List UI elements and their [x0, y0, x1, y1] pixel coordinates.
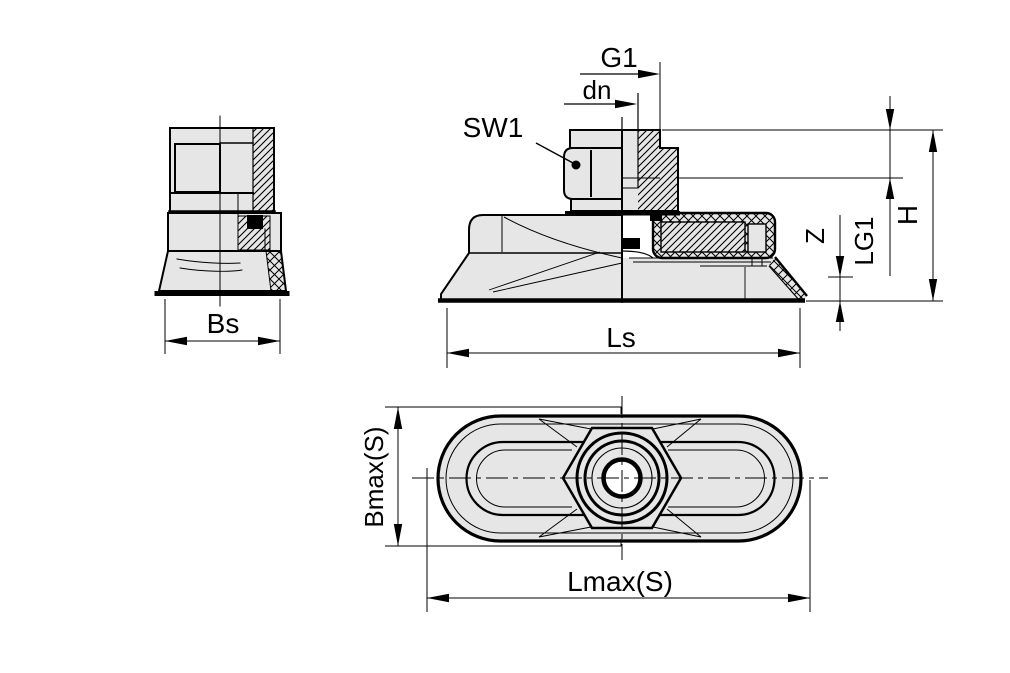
dim-z-label: Z [800, 228, 830, 244]
dim-bmax-ext-top [385, 406, 622, 414]
left-side-view [154, 115, 290, 307]
main-view-cup-section [621, 211, 808, 302]
cup-body [440, 214, 623, 301]
rib-wedge-tr [652, 418, 702, 448]
dim-bmax-ext-bottom [385, 539, 622, 547]
callout-g1: G1 [580, 42, 660, 79]
dim-h-label: H [892, 205, 923, 225]
left-view-hex-face [174, 143, 221, 193]
arrow-right-icon [778, 348, 800, 358]
dim-bmax-label: Bmax(S) [359, 426, 389, 527]
arrow-down-icon [393, 524, 403, 546]
label-dn: dn [583, 75, 612, 105]
dim-ls: Ls [446, 308, 801, 368]
arrow-down-icon [885, 109, 895, 130]
rib-wedge-tl [538, 418, 592, 448]
callout-sw1: SW1 [463, 112, 581, 170]
arrow-right-icon [258, 336, 280, 346]
dim-bs: Bs [164, 299, 281, 354]
main-view-cup-outside [440, 214, 623, 301]
arrow-up-icon [885, 178, 895, 199]
arrow-down-icon [928, 279, 938, 301]
arrow-right-icon [615, 99, 637, 109]
hex-nut-front [563, 147, 623, 200]
dim-lmax: Lmax(S) [426, 468, 811, 612]
rib-wedge-bl [538, 508, 592, 538]
rib-line [488, 251, 601, 291]
cup-plate-insert [747, 223, 767, 253]
dome-contour [503, 216, 623, 259]
dim-z: Z [800, 215, 845, 331]
arrow-left-icon [165, 336, 187, 346]
dim-bs-label: Bs [207, 308, 240, 339]
lip-outer-edge [774, 256, 808, 297]
left-view-fitting-hatch [253, 128, 274, 213]
dim-right-group: Z LG1 H [662, 96, 943, 331]
seal-ring-section [622, 238, 640, 249]
cup-skirt [622, 258, 807, 301]
cavity-step [621, 250, 654, 259]
left-view-seal [247, 215, 263, 229]
label-sw1: SW1 [463, 112, 524, 143]
arrow-right-icon [788, 593, 810, 603]
cup-plate-core-hatch [661, 222, 745, 252]
main-view-fitting [563, 62, 680, 303]
arrow-left-icon [447, 348, 469, 358]
bottom-view [412, 396, 828, 560]
arrow-up-icon [928, 130, 938, 152]
callout-dn: dn [564, 75, 637, 109]
dim-lg1-label: LG1 [849, 216, 879, 265]
dim-ls-label: Ls [606, 322, 636, 353]
dim-h: H [892, 130, 938, 301]
dim-lmax-label: Lmax(S) [567, 566, 673, 597]
rib-wedge-br [652, 508, 702, 538]
dim-bmax: Bmax(S) [359, 406, 622, 547]
arrow-right-icon [638, 69, 660, 79]
arrow-up-icon [393, 407, 403, 429]
lip-section-hatch [769, 258, 806, 301]
sw1-leader-line [535, 142, 574, 164]
fitting-section-hatch [638, 130, 678, 211]
dim-lg1: LG1 [849, 96, 895, 276]
arrow-down-icon [835, 256, 845, 277]
sw1-leader-dot [571, 160, 581, 170]
rib-line [492, 262, 623, 293]
fitting-lower-collar [570, 198, 623, 212]
label-g1: G1 [600, 42, 637, 73]
seal-block [650, 213, 662, 221]
arrow-left-icon [427, 593, 449, 603]
left-view-lip-line [179, 267, 243, 272]
lip-inner-edge [768, 265, 801, 302]
arrow-up-icon [835, 301, 845, 322]
left-view-lip-line [176, 258, 241, 264]
